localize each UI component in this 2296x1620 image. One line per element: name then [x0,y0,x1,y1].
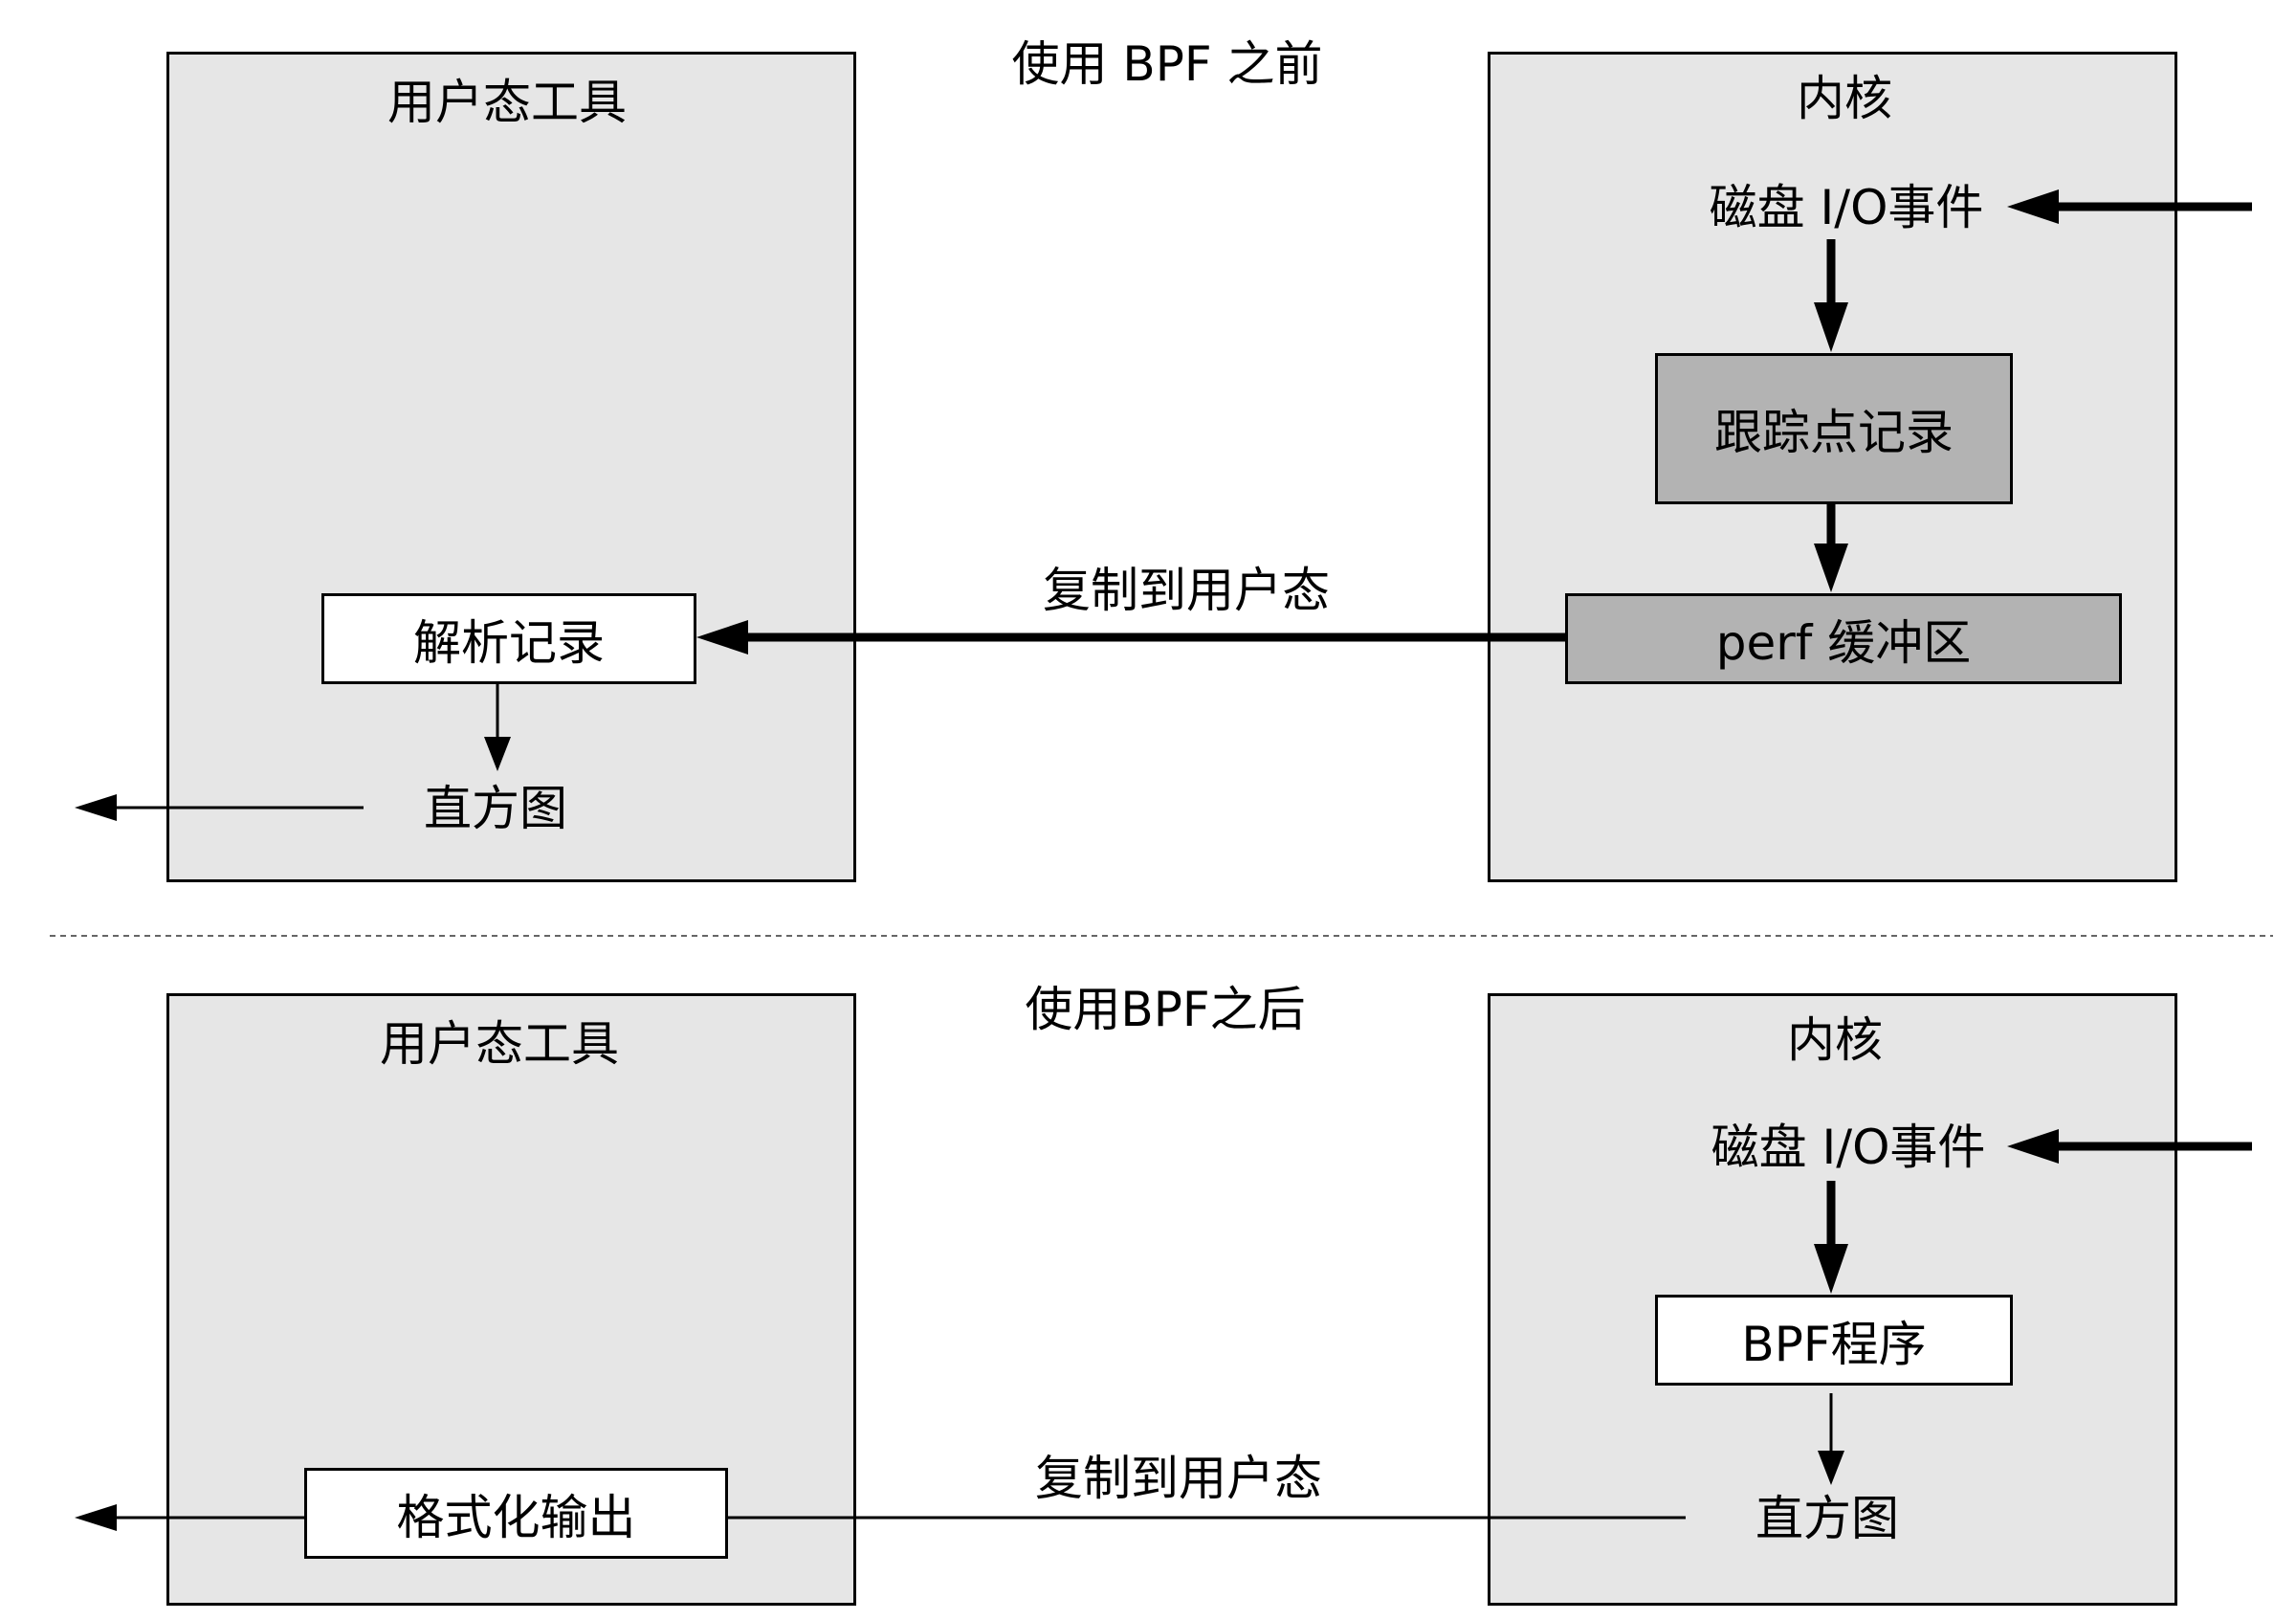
before-kernel-panel [1488,52,2177,882]
before-user-panel-title: 用户态工具 [387,75,627,130]
before-tracepoint-to-buffer-arrow [1814,504,1848,592]
after-format-box-label: 格式化输出 [396,1489,636,1545]
after-disk-io-event: 磁盘 I/O事件 [1711,1120,1986,1175]
before-tracepoint-box: 跟踪点记录 [1655,353,2013,504]
after-bpf-program-box: BPF程序 [1655,1295,2013,1386]
before-event-to-tracepoint-arrow [1814,239,1848,352]
after-copy-label: 复制到用户态 [1035,1451,1322,1506]
before-user-panel [166,52,856,882]
before-title: 使用 BPF 之前 [1011,36,1323,92]
before-disk-io-event: 磁盘 I/O事件 [1709,180,1984,235]
after-histogram-label: 直方图 [1755,1491,1899,1546]
before-copy-arrow [696,620,1565,655]
before-histogram-label: 直方图 [424,781,567,836]
after-kernel-panel-title: 内核 [1787,1012,1883,1068]
after-bpf-program-box-label: BPF程序 [1741,1316,1927,1372]
before-parse-box-label: 解析记录 [413,614,605,671]
before-kernel-panel-title: 内核 [1797,71,1892,126]
before-tracepoint-box-label: 跟踪点记录 [1714,405,1954,460]
after-format-output-arrow [75,1504,304,1531]
before-incoming-event-arrow [2007,189,2252,224]
before-perf-buffer-box: perf 缓冲区 [1565,593,2122,684]
after-format-box: 格式化输出 [304,1468,728,1559]
before-parse-to-histogram-arrow [484,684,511,771]
before-histogram-output-arrow [75,794,364,821]
after-title: 使用BPF之后 [1025,982,1306,1037]
after-bpf-to-histogram-arrow [1818,1393,1844,1485]
before-parse-box: 解析记录 [321,593,696,684]
after-incoming-event-arrow [2007,1129,2252,1164]
before-perf-buffer-box-label: perf 缓冲区 [1715,614,1972,671]
after-user-panel-title: 用户态工具 [380,1016,619,1072]
after-event-to-bpf-arrow [1814,1181,1848,1294]
before-copy-label: 复制到用户态 [1043,563,1330,618]
